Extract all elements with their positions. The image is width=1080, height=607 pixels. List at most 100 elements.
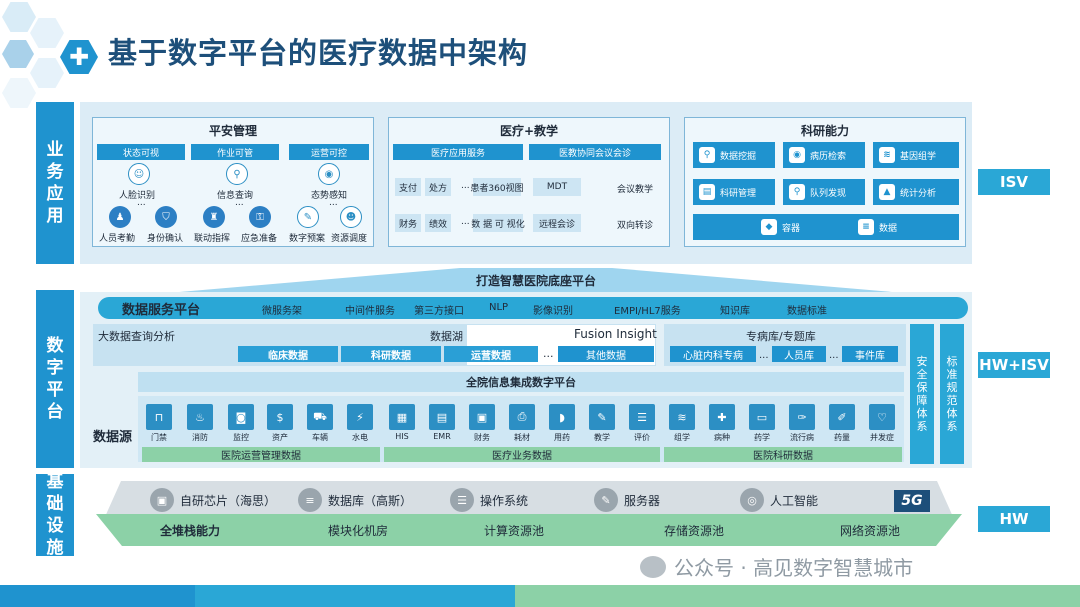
medkit-icon: ✚ <box>709 404 735 430</box>
dropper-icon: ✐ <box>829 404 855 430</box>
service-item: 数据标准 <box>787 306 827 317</box>
identity-icon: ⛉ <box>155 206 177 228</box>
source-item: ▤EMR <box>428 404 456 441</box>
graduation-icon: ▲ <box>879 184 895 200</box>
database-icon: ≡ <box>858 219 874 235</box>
infra-top-band <box>104 481 954 519</box>
syringe-icon: ✑ <box>789 404 815 430</box>
source-item: ◗用药 <box>548 404 576 443</box>
ellipsis: ... <box>137 198 146 208</box>
emr-icon: ▤ <box>429 404 455 430</box>
medical-item: 数 据 可 视化 <box>471 214 525 232</box>
source-item: ▦HIS <box>388 404 416 441</box>
lake-item: 临床数据 <box>238 346 338 362</box>
right-label-hw: HW <box>978 506 1050 532</box>
os-icon: ☰ <box>450 488 474 512</box>
other-data: 其他数据 <box>558 346 654 362</box>
layer-label-business: 业务应用 <box>36 102 74 264</box>
integration-bar: 全院信息集成数字平台 <box>138 372 904 392</box>
source-item: ✚病种 <box>708 404 736 443</box>
ellipsis: ... <box>461 181 470 191</box>
infra-pool: 计算资源池 <box>484 524 545 538</box>
hex-decoration <box>30 18 64 48</box>
his-icon: ▦ <box>389 404 415 430</box>
infra-pool: 模块化机房 <box>328 524 389 538</box>
infra-item: ✎服务器 <box>594 488 660 512</box>
research-panel: 科研能力 ⚲数据挖掘 ◉病历检索 ≋基因组学 ▤科研管理 ⚲队列发现 ▲统计分析… <box>684 117 966 247</box>
5g-badge: 5G <box>894 490 930 512</box>
source-item: ⚡水电 <box>346 404 374 443</box>
hex-decoration <box>30 58 64 88</box>
right-label-isv: ISV <box>978 169 1050 195</box>
source-item: ≋组学 <box>668 404 696 443</box>
medical-item: 患者360视图 <box>470 178 524 196</box>
cohort-icon: ⚲ <box>789 184 805 200</box>
source-item: ☰评价 <box>628 404 656 443</box>
ellipsis: ... <box>235 198 244 208</box>
infra-item: ◎人工智能 <box>740 488 818 512</box>
research-tile: ⚲数据挖掘 <box>693 142 775 168</box>
emergency-icon: ⚿ <box>249 206 271 228</box>
infra-item: ☰操作系统 <box>450 488 528 512</box>
safety-item: 人员考勤 <box>99 234 136 244</box>
source-item: $资产 <box>266 404 294 443</box>
service-title: 数据服务平台 <box>122 302 201 318</box>
footer-stripe <box>0 585 195 607</box>
mdt-tag: MDT <box>533 178 581 196</box>
printer-icon: ⎙ <box>509 404 535 430</box>
medical-item: 财务 <box>395 214 421 232</box>
ai-icon: ◎ <box>740 488 764 512</box>
source-item: ◙监控 <box>227 404 255 443</box>
layer-label-platform: 数字平台 <box>36 290 74 468</box>
pill-icon: ◗ <box>549 404 575 430</box>
server-icon: ✎ <box>594 488 618 512</box>
wechat-icon <box>640 555 666 578</box>
special-item: 事件库 <box>842 346 898 362</box>
heart-icon: ♡ <box>869 404 895 430</box>
container-bar: ◆容器 ≡数据 <box>693 214 959 240</box>
security-column: 安全保障体系 <box>910 324 934 464</box>
hex-decoration <box>2 40 34 68</box>
lake-item: 运营数据 <box>444 346 538 362</box>
mining-icon: ⚲ <box>699 147 715 163</box>
remote-consult-tag: 远程会诊 <box>533 214 581 232</box>
fusion-label: Fusion Insight <box>574 327 657 341</box>
source-item: ⛟车辆 <box>306 404 334 443</box>
source-item: ✎教学 <box>588 404 616 443</box>
safety-item: 数字预案 <box>289 234 326 244</box>
infra-item: ≡数据库（高斯） <box>298 488 412 512</box>
medical-tag: 医教协同会议会诊 <box>529 144 661 160</box>
camera-icon: ◙ <box>228 404 254 430</box>
ellipsis: ... <box>829 350 839 361</box>
list-icon: ☰ <box>629 404 655 430</box>
right-label-hw-isv: HW+ISV <box>978 352 1050 378</box>
service-item: NLP <box>489 302 509 313</box>
special-item: 人员库 <box>772 346 826 362</box>
research-tile: ≋基因组学 <box>873 142 959 168</box>
asset-icon: $ <box>267 404 293 430</box>
source-item: ⊓门禁 <box>145 404 173 443</box>
plus-icon: ✚ <box>60 40 98 74</box>
infra-pool: 存储资源池 <box>664 524 725 538</box>
infra-pool: 全堆栈能力 <box>160 524 221 538</box>
source-label: 数据源 <box>93 430 133 445</box>
safety-item: 身份确认 <box>147 234 184 244</box>
source-item: ♨消防 <box>186 404 214 443</box>
plan-icon: ✎ <box>297 206 319 228</box>
hex-decoration <box>2 2 36 32</box>
medical-tag: 医疗应用服务 <box>393 144 523 160</box>
medical-panel: 医疗+教学 医疗应用服务 医教协同会议会诊 支付 处方 ... 患者360视图 … <box>388 117 670 247</box>
attendance-icon: ♟ <box>109 206 131 228</box>
source-item: ♡并发症 <box>868 404 896 443</box>
source-group: 医疗业务数据 <box>384 447 660 462</box>
footer-stripe <box>195 585 515 607</box>
safety-tag: 运营可控 <box>289 144 369 160</box>
sense-icon: ◉ <box>318 163 340 185</box>
medical-item: 支付 <box>395 178 421 196</box>
research-tile: ▲统计分析 <box>873 179 959 205</box>
source-item: ✑流行病 <box>788 404 816 443</box>
gene-icon: ≋ <box>879 147 895 163</box>
service-item: 第三方接口 <box>414 306 464 317</box>
safety-title: 平安管理 <box>208 124 257 138</box>
command-icon: ♜ <box>203 206 225 228</box>
